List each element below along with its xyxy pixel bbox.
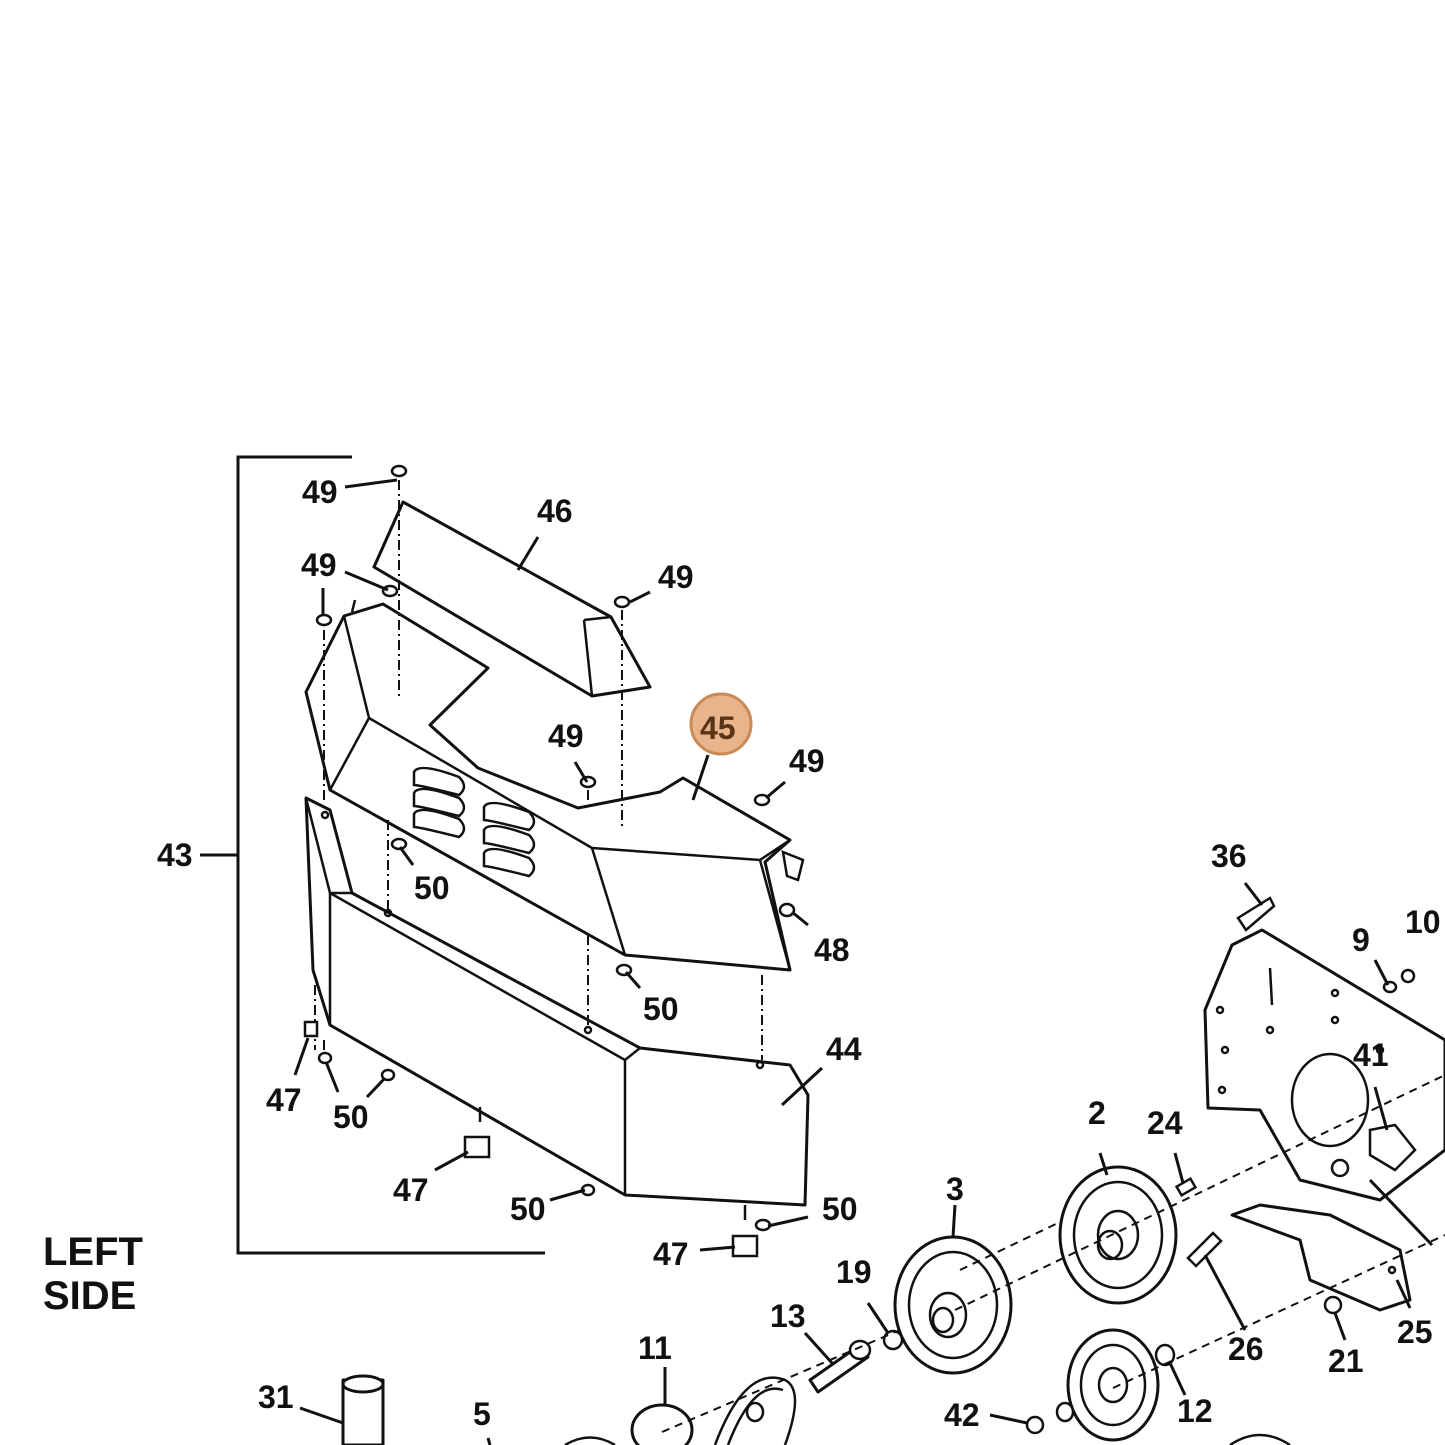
- callout-9[interactable]: 9: [1352, 922, 1370, 958]
- callout-49-top[interactable]: 49: [302, 474, 338, 510]
- callout-13[interactable]: 13: [770, 1298, 806, 1334]
- leader-lines: [293, 478, 1434, 1445]
- callout-49-left[interactable]: 49: [301, 547, 337, 583]
- callout-31[interactable]: 31: [258, 1379, 294, 1415]
- highlight-circle: [689, 692, 753, 756]
- callout-50-c[interactable]: 50: [333, 1099, 369, 1135]
- axis-lines: [661, 1074, 1445, 1433]
- callout-42[interactable]: 42: [944, 1397, 980, 1433]
- callout-19[interactable]: 19: [836, 1254, 872, 1290]
- callout-10[interactable]: 10: [1405, 904, 1441, 940]
- pulley-2: [1058, 1165, 1178, 1305]
- assembly-bracket-43: [200, 455, 545, 1255]
- callout-24[interactable]: 24: [1147, 1105, 1183, 1141]
- vent-slots: [412, 766, 536, 878]
- callout-12[interactable]: 12: [1177, 1393, 1213, 1429]
- callout-41[interactable]: 41: [1353, 1037, 1389, 1073]
- callout-5[interactable]: 5: [473, 1396, 491, 1432]
- callout-47-c[interactable]: 47: [653, 1236, 689, 1272]
- part-45-upper-guard: [304, 602, 805, 972]
- callout-50-e[interactable]: 50: [822, 1191, 858, 1227]
- callout-46[interactable]: 46: [537, 493, 573, 529]
- callout-47-a[interactable]: 47: [266, 1082, 302, 1118]
- callout-45[interactable]: 45: [700, 710, 736, 746]
- callout-48[interactable]: 48: [814, 932, 850, 968]
- callout-50-b[interactable]: 50: [643, 991, 679, 1027]
- callout-3[interactable]: 3: [946, 1171, 964, 1207]
- callout-21[interactable]: 21: [1328, 1343, 1364, 1379]
- side-label-line2: SIDE: [43, 1274, 136, 1318]
- callout-36[interactable]: 36: [1211, 838, 1247, 874]
- pulley-11: [630, 1403, 694, 1445]
- right-mechanism-bracket: [1174, 896, 1445, 1315]
- callout-25[interactable]: 25: [1397, 1314, 1433, 1350]
- misc-lower-parts: [341, 1329, 1291, 1445]
- callout-26[interactable]: 26: [1228, 1331, 1264, 1367]
- callout-11[interactable]: 11: [638, 1330, 672, 1366]
- callout-49-mid[interactable]: 49: [548, 718, 584, 754]
- alignment-lines: [314, 480, 763, 1060]
- callout-49-right[interactable]: 49: [658, 559, 694, 595]
- side-label-line1: LEFT: [43, 1230, 143, 1274]
- part-44-lower-guard: [304, 796, 810, 1207]
- callout-43[interactable]: 43: [157, 837, 193, 873]
- pulley-3: [893, 1235, 1013, 1375]
- callout-49-far-right[interactable]: 49: [789, 743, 825, 779]
- callout-2[interactable]: 2: [1088, 1095, 1106, 1131]
- callout-labels: 43 46 49 49 49 49 49 45 50 48 50 44 47 5…: [43, 474, 1441, 1433]
- callout-44[interactable]: 44: [826, 1031, 862, 1067]
- pulley-12: [1066, 1328, 1160, 1442]
- callout-47-b[interactable]: 47: [393, 1172, 429, 1208]
- callout-50-a[interactable]: 50: [414, 870, 450, 906]
- callout-50-d[interactable]: 50: [510, 1191, 546, 1227]
